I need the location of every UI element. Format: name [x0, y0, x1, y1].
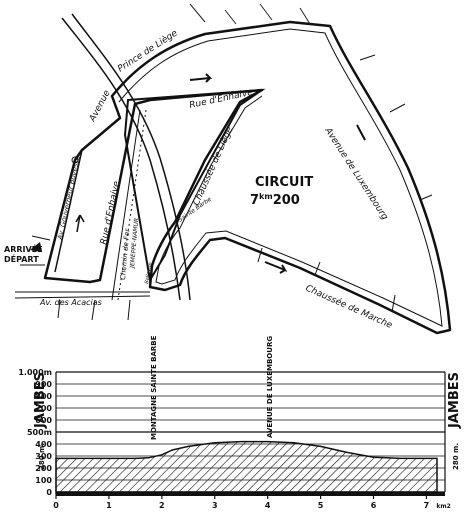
x-tick-label: 0 — [53, 501, 59, 510]
x-axis-labels: 0 1 2 3 4 5 6 7 km2 — [53, 501, 451, 510]
inner-triangle — [123, 88, 266, 283]
profile-base-band — [56, 492, 445, 496]
circuit-length-unit: km — [259, 192, 273, 201]
circuit-length: 7km200 — [250, 192, 300, 208]
circuit-length-main: 7 — [250, 193, 259, 208]
side-streets — [20, 54, 433, 321]
x-tick-label: 4 — [265, 501, 271, 510]
y-tick-label: 900 — [35, 380, 52, 389]
x-tick-label: 1 — [106, 501, 112, 510]
y-tick-label: 0 — [46, 488, 52, 497]
y-tick-label: 400 — [35, 440, 52, 449]
town-streets — [189, 3, 311, 25]
circuit-route-outer — [43, 20, 452, 335]
roundabout — [71, 156, 79, 164]
x-tick-label: 5 — [318, 501, 324, 510]
y-tick-label: 1.000m — [18, 368, 52, 377]
left-altitude-label: 280 m. — [38, 443, 46, 470]
annotation-sainte-barbe-line1: MONTAGNE SAINTE BARBE — [150, 335, 158, 440]
left-town-label: JAMBES — [33, 372, 48, 429]
right-altitude-label: 280 m. — [452, 443, 460, 470]
x-axis-ticks — [55, 492, 428, 499]
label-bellevue: Bellevue — [144, 262, 154, 284]
arrow-icon — [189, 73, 213, 83]
profile-area — [55, 440, 438, 493]
label-finish: ARRIVÉE — [4, 243, 43, 254]
circuit-title: CIRCUIT — [255, 175, 313, 190]
right-town-label: JAMBES — [447, 372, 462, 429]
y-tick-label: 300 — [35, 452, 52, 461]
altitude-profile: 1.000m 900 800 700 600 500m 400 300 200 100 0 0 1 2 3… — [18, 335, 462, 510]
annotation-sainte-barbe: MONTAGNE SAINTE BARBE — [150, 335, 158, 440]
railway-ties — [117, 109, 147, 301]
y-tick-label: 800 — [35, 392, 52, 401]
road-acacias-2 — [14, 295, 151, 299]
arrow-icon — [356, 124, 366, 141]
annotation-luxembourg: AVENUE DE LUXEMBOURG — [266, 336, 274, 438]
start-flag-icon — [30, 242, 42, 252]
arrow-icon — [75, 214, 85, 233]
y-tick-label: 700 — [35, 404, 52, 413]
y-tick-label: 600 — [35, 416, 52, 425]
label-jemeppe: JEMEPPE-NAMUR — [129, 218, 140, 269]
x-tick-label: 2 — [159, 501, 165, 510]
x-tick-label: 6 — [371, 501, 377, 510]
circuit-length-rest: 200 — [273, 193, 300, 208]
y-tick-label: 100 — [35, 476, 52, 485]
y-tick-label: 500m — [27, 428, 52, 437]
label-acacias: Av. des Acacias — [39, 298, 102, 307]
x-end-label: km2 — [436, 503, 450, 510]
arrow-icon — [264, 261, 288, 274]
railway — [111, 109, 141, 301]
x-tick-label: 7 — [424, 501, 430, 510]
y-axis-labels: 1.000m 900 800 700 600 500m 400 300 200 100 0 — [18, 368, 52, 497]
left-loop — [44, 149, 83, 279]
x-tick-label: 3 — [212, 501, 218, 510]
label-start: DÉPART — [4, 253, 39, 264]
y-tick-label: 200 — [35, 464, 52, 473]
road-prince-de-liege-b — [71, 13, 191, 301]
road-prince-de-liege-a — [61, 17, 181, 301]
